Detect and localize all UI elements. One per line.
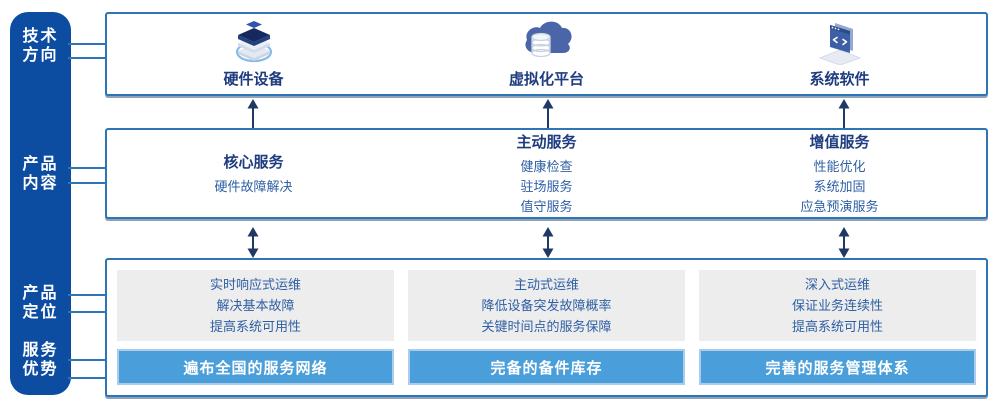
positioning-column-deep: 深入式运维 保证业务连续性 提高系统可用性 完善的服务管理体系 <box>699 270 976 385</box>
service-column-value-added: 增值服务 性能优化 系统加固 应急预演服务 <box>693 130 986 217</box>
sidebar-label-line: 服务 <box>22 342 59 359</box>
positioning-line: 提高系统可用性 <box>209 319 301 334</box>
service-title: 主动服务 <box>516 133 577 151</box>
positioning-points: 主动式运维 降低设备突发故障概率 关键时间点的服务保障 <box>408 270 685 341</box>
service-title: 核心服务 <box>223 153 284 171</box>
product-positioning-panel: 实时响应式运维 解决基本故障 提高系统可用性 遍布全国的服务网络 主动式运维 降… <box>105 258 988 397</box>
connector-line <box>68 294 107 296</box>
service-item: 值守服务 <box>520 198 573 214</box>
connector-line <box>68 377 107 379</box>
advantage-banner: 完善的服务管理体系 <box>699 349 976 385</box>
sidebar-label-product-positioning: 产品 定位 <box>10 284 71 322</box>
service-item: 系统加固 <box>813 178 866 194</box>
service-item: 健康检查 <box>520 158 573 174</box>
connector-line <box>68 311 107 313</box>
service-item: 硬件故障解决 <box>214 178 293 194</box>
up-arrow <box>247 99 259 128</box>
tech-label: 硬件设备 <box>223 71 284 88</box>
connector-line <box>68 182 107 184</box>
positioning-line: 提高系统可用性 <box>791 319 883 334</box>
positioning-line: 降低设备突发故障概率 <box>481 298 612 313</box>
cloud-database-icon <box>524 21 572 58</box>
advantage-banner: 完备的备件库存 <box>408 349 685 385</box>
sidebar-label-line: 优势 <box>22 361 59 378</box>
up-arrow <box>542 99 554 128</box>
positioning-line: 关键时间点的服务保障 <box>481 319 612 334</box>
positioning-points: 深入式运维 保证业务连续性 提高系统可用性 <box>699 270 976 341</box>
product-content-panel: 核心服务 硬件故障解决 主动服务 健康检查 驻场服务 值守服务 增值服务 性能优… <box>105 128 988 219</box>
connector-line <box>68 167 107 169</box>
sidebar-label-tech-direction: 技术 方向 <box>10 27 71 65</box>
advantage-banner: 遍布全国的服务网络 <box>117 349 394 385</box>
service-item: 驻场服务 <box>520 178 573 194</box>
sidebar-label-service-advantage: 服务 优势 <box>10 341 71 379</box>
server-stack-icon <box>235 21 272 63</box>
sidebar-label-product-content: 产品 内容 <box>10 155 71 193</box>
positioning-column-realtime: 实时响应式运维 解决基本故障 提高系统可用性 遍布全国的服务网络 <box>117 270 394 385</box>
up-arrow <box>838 99 850 128</box>
tech-direction-panel: 硬件设备 虚拟化平台 <box>105 12 988 96</box>
positioning-line: 主动式运维 <box>513 277 579 292</box>
sidebar-label-line: 定位 <box>22 304 59 321</box>
tech-column-hardware: 硬件设备 <box>107 14 400 94</box>
sidebar-label-line: 产品 <box>22 285 59 302</box>
double-arrow <box>247 227 259 258</box>
tech-column-system-software: 系统软件 <box>693 14 986 94</box>
positioning-line: 实时响应式运维 <box>209 277 301 292</box>
tech-label: 虚拟化平台 <box>508 71 584 88</box>
service-title: 增值服务 <box>809 133 870 151</box>
connector-line <box>68 359 107 361</box>
service-item: 性能优化 <box>813 158 866 174</box>
double-arrow <box>542 227 554 258</box>
positioning-column-proactive: 主动式运维 降低设备突发故障概率 关键时间点的服务保障 完备的备件库存 <box>408 270 685 385</box>
tech-column-virtualization: 虚拟化平台 <box>400 14 693 94</box>
positioning-points: 实时响应式运维 解决基本故障 提高系统可用性 <box>117 270 394 341</box>
positioning-line: 深入式运维 <box>804 277 870 292</box>
sidebar: 技术 方向 产品 内容 产品 定位 服务 优势 <box>10 12 71 395</box>
connector-line <box>68 43 107 45</box>
positioning-line: 保证业务连续性 <box>791 298 883 313</box>
positioning-line: 解决基本故障 <box>216 298 295 313</box>
sidebar-label-line: 技术 <box>22 28 59 45</box>
connector-line <box>68 57 107 59</box>
sidebar-label-line: 内容 <box>22 175 59 192</box>
tech-label: 系统软件 <box>809 71 870 88</box>
service-item: 应急预演服务 <box>800 198 879 214</box>
code-window-icon <box>818 23 861 65</box>
sidebar-label-line: 方向 <box>22 47 59 64</box>
sidebar-label-line: 产品 <box>22 156 59 173</box>
service-column-core: 核心服务 硬件故障解决 <box>107 130 400 217</box>
double-arrow <box>838 227 850 258</box>
service-column-proactive: 主动服务 健康检查 驻场服务 值守服务 <box>400 130 693 217</box>
